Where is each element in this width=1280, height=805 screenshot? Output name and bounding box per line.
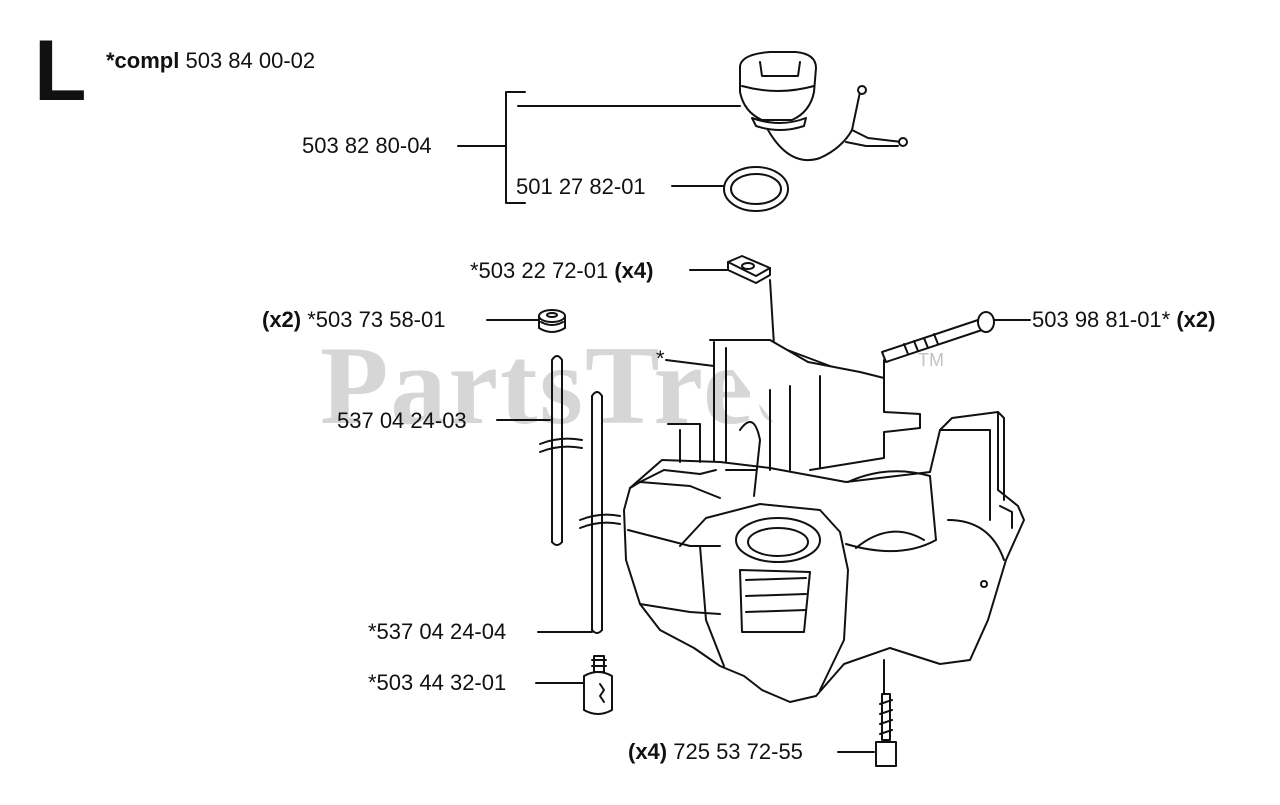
o-ring-drawing (723, 166, 789, 212)
tank-housing-drawing (623, 339, 1025, 703)
part-label-bottom-screw[interactable]: (x4) 725 53 72-55 (628, 739, 803, 765)
kit-number: 503 84 00-02 (185, 48, 316, 73)
top-screw-number: 503 98 81-01* (1032, 307, 1171, 332)
part-label-fuel-cap[interactable]: 503 82 80-04 (302, 133, 432, 158)
top-screw-drawing (881, 311, 995, 363)
grommet-number: *503 73 58-01 (307, 307, 446, 332)
part-label-o-ring[interactable]: 501 27 82-01 (516, 174, 646, 199)
bottom-screw-quantity: (x4) (628, 739, 668, 764)
section-letter: L (34, 23, 87, 119)
fuel-cap-drawing (739, 51, 908, 162)
part-label-fuel-hose[interactable]: 537 04 24-03 (337, 408, 467, 433)
fuel-hose-drawing (539, 355, 621, 634)
bottom-screw-drawing (875, 659, 897, 767)
part-label-grommet[interactable]: (x2) *503 73 58-01 (262, 307, 445, 333)
bottom-screw-number: 725 53 72-55 (673, 739, 803, 764)
damper-number: *503 22 72-01 (470, 258, 609, 283)
grommet-quantity: (x2) (262, 307, 302, 332)
grommet-drawing (538, 309, 566, 333)
tank-marker-asterisk: * (656, 346, 665, 371)
watermark-trademark: TM (918, 350, 944, 370)
part-label-top-screw[interactable]: 503 98 81-01* (x2) (1032, 307, 1215, 333)
damper-drawing (727, 255, 771, 284)
fuel-filter-drawing (583, 655, 613, 715)
part-label-fuel-hose-2[interactable]: *537 04 24-04 (368, 619, 507, 644)
damper-quantity: (x4) (614, 258, 654, 283)
top-screw-quantity: (x2) (1176, 307, 1216, 332)
kit-prefix: *compl (106, 48, 180, 73)
kit-label[interactable]: *compl 503 84 00-02 (106, 48, 315, 74)
part-label-fuel-filter[interactable]: *503 44 32-01 (368, 670, 507, 695)
part-label-damper[interactable]: *503 22 72-01 (x4) (470, 258, 653, 284)
